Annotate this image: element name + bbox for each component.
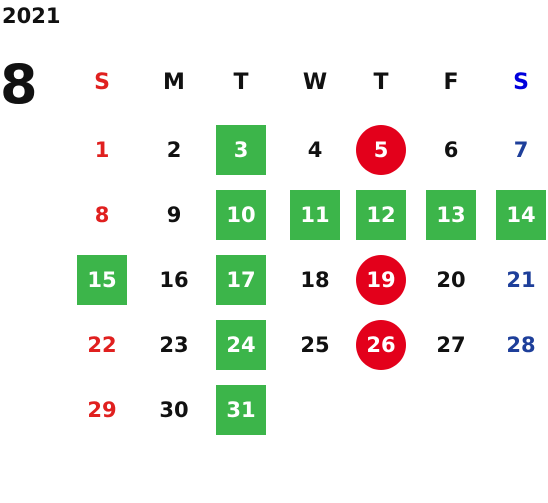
day-cell-saturday: 7 xyxy=(513,138,529,162)
day-cell-friday: 13 xyxy=(426,190,476,240)
weekday-header-friday: F xyxy=(443,69,459,95)
day-cell-saturday: 21 xyxy=(506,268,536,292)
day-cell-friday: 27 xyxy=(436,333,466,357)
day-cell-monday: 9 xyxy=(166,203,182,227)
day-cell-wednesday: 4 xyxy=(307,138,323,162)
day-cell-wednesday: 11 xyxy=(290,190,340,240)
day-cell-saturday: 28 xyxy=(506,333,536,357)
weekday-header-sunday: S xyxy=(94,69,110,95)
day-cell-monday: 16 xyxy=(159,268,189,292)
day-cell-monday: 30 xyxy=(159,398,189,422)
month-number: 8 xyxy=(0,53,38,116)
day-cell-sunday: 8 xyxy=(94,203,110,227)
weekday-header-wednesday: W xyxy=(302,69,328,95)
day-cell-thursday: 12 xyxy=(356,190,406,240)
day-cell-friday: 6 xyxy=(443,138,459,162)
day-cell-tuesday: 10 xyxy=(216,190,266,240)
day-cell-monday: 23 xyxy=(159,333,189,357)
weekday-header-saturday: S xyxy=(513,69,529,95)
day-cell-wednesday: 18 xyxy=(300,268,330,292)
year-label: 2021 xyxy=(2,4,61,28)
day-cell-sunday: 22 xyxy=(87,333,117,357)
weekday-header-monday: M xyxy=(163,69,185,95)
day-cell-thursday: 5 xyxy=(356,125,406,175)
day-cell-friday: 20 xyxy=(436,268,466,292)
day-cell-thursday: 26 xyxy=(356,320,406,370)
weekday-header-tuesday: T xyxy=(233,69,249,95)
day-cell-thursday: 19 xyxy=(356,255,406,305)
day-cell-tuesday: 3 xyxy=(216,125,266,175)
weekday-header-thursday: T xyxy=(373,69,389,95)
day-cell-sunday: 1 xyxy=(94,138,110,162)
day-cell-tuesday: 24 xyxy=(216,320,266,370)
day-cell-tuesday: 31 xyxy=(216,385,266,435)
day-cell-sunday: 29 xyxy=(87,398,117,422)
day-cell-tuesday: 17 xyxy=(216,255,266,305)
day-cell-sunday: 15 xyxy=(77,255,127,305)
day-cell-monday: 2 xyxy=(166,138,182,162)
day-cell-wednesday: 25 xyxy=(300,333,330,357)
day-cell-saturday: 14 xyxy=(496,190,546,240)
